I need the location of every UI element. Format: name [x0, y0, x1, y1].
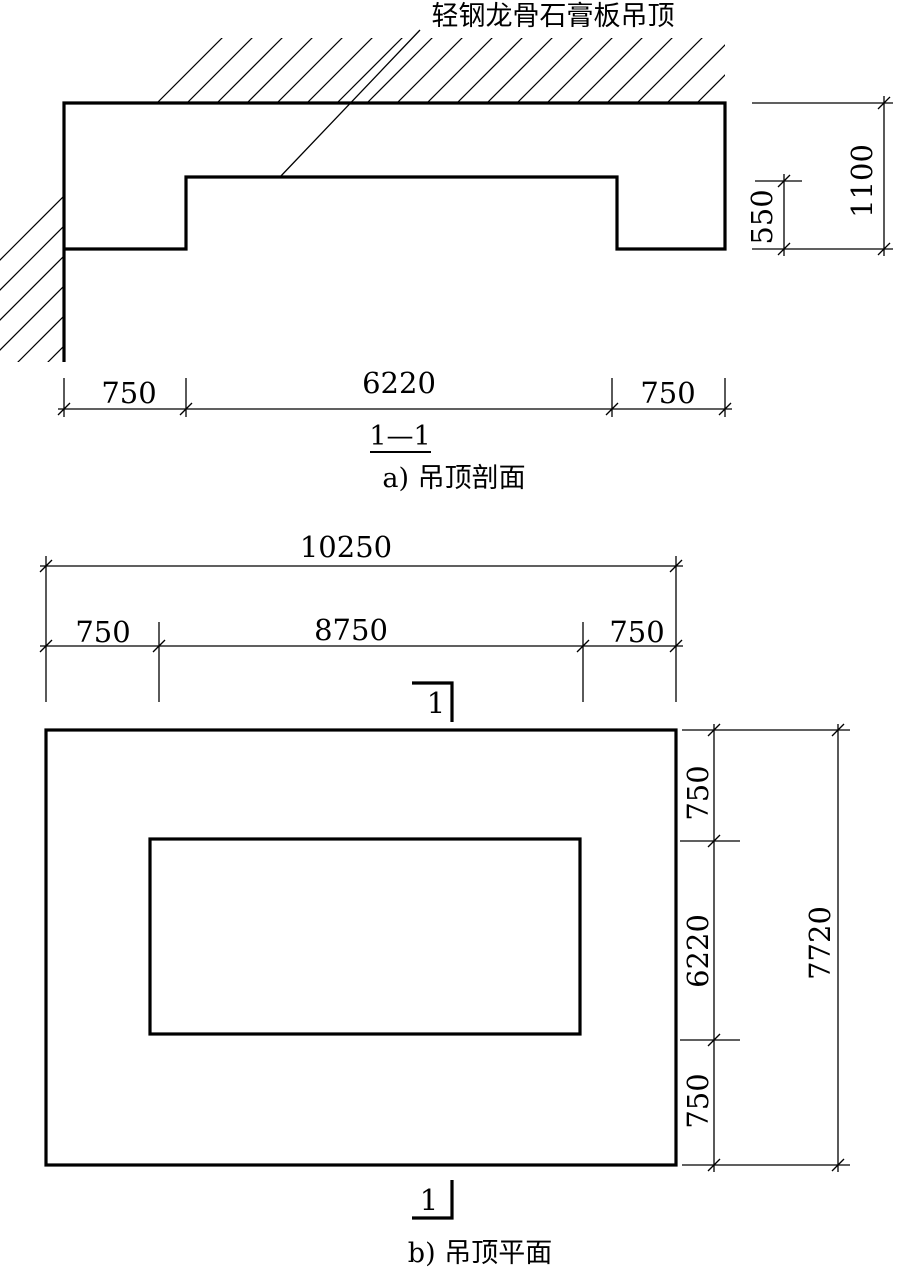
dim-plan-right-middle: 6220	[681, 914, 715, 988]
hatch-line	[689, 38, 725, 362]
section-horizontal-dimensions	[57, 378, 732, 417]
dim-section-middle: 6220	[362, 366, 436, 400]
hatch-line	[659, 38, 725, 362]
cut-mark-bottom-label: 1	[420, 1183, 438, 1217]
dim-plan-right-bottom: 750	[681, 1073, 715, 1128]
section-mark: 1—1	[369, 421, 430, 452]
dim-section-right: 750	[640, 376, 695, 410]
material-leader-line	[279, 29, 421, 178]
hatch-line	[810, 20, 900, 440]
hatch-line	[0, 38, 391, 362]
dim-height-total: 1100	[845, 144, 879, 218]
hatch-line	[840, 20, 900, 440]
hatch-line	[870, 20, 900, 440]
plan-right-dimensions	[680, 723, 850, 1172]
dim-plan-left: 750	[75, 615, 130, 649]
hatch-line	[780, 20, 900, 440]
hatch-line	[0, 38, 241, 362]
plan-caption: b) 吊顶平面	[408, 1238, 552, 1269]
dim-section-left: 750	[101, 376, 156, 410]
hatch-line	[509, 38, 725, 362]
cut-mark-bottom	[412, 1180, 454, 1220]
section-vertical-dimensions	[752, 96, 893, 256]
plan-outer-rectangle	[44, 728, 678, 1167]
dim-plan-total-height: 7720	[803, 906, 837, 980]
dim-plan-middle: 8750	[314, 613, 388, 647]
dim-plan-total-width: 10250	[300, 530, 392, 564]
hatch-line	[0, 38, 361, 362]
plan-top-dimensions	[39, 556, 683, 702]
dim-plan-right: 750	[609, 615, 664, 649]
section-caption: a) 吊顶剖面	[382, 463, 525, 494]
hatch-line	[539, 38, 725, 362]
hatch-line	[569, 38, 725, 362]
cut-mark-top	[412, 681, 454, 722]
ceiling-section-outline	[62, 101, 727, 362]
hatch-line	[269, 38, 691, 362]
plan-inner-rectangle	[148, 837, 582, 1036]
dim-height-step: 550	[745, 189, 779, 244]
dim-plan-right-top: 750	[681, 765, 715, 820]
cut-mark-top-label: 1	[427, 686, 445, 720]
hatch-line	[0, 38, 271, 362]
hatch-line	[149, 38, 571, 362]
hatch-line	[119, 38, 541, 362]
hatch-line	[239, 38, 661, 362]
material-label: 轻钢龙骨石膏板吊顶	[432, 1, 675, 32]
hatch-line	[0, 38, 331, 362]
